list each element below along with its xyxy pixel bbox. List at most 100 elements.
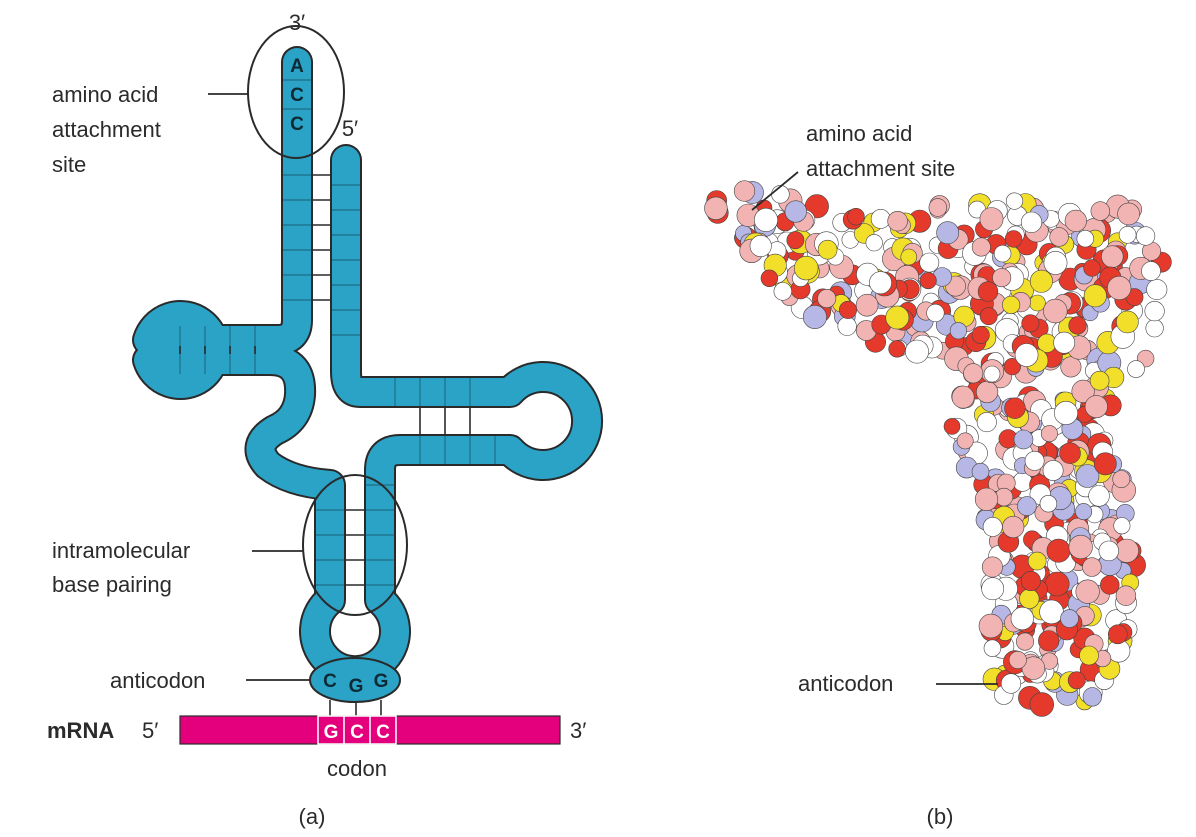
atom-sphere	[1076, 230, 1095, 248]
atom-sphere	[1112, 470, 1131, 489]
atom-sphere	[1101, 245, 1124, 268]
amino-acid-site-label-b-line1: amino acid	[806, 121, 912, 146]
atom-sphere	[1049, 227, 1069, 247]
mrna-label: mRNA	[47, 718, 114, 743]
atom-sphere	[900, 248, 918, 266]
atom-sphere	[1059, 442, 1081, 464]
atom-sphere	[1141, 261, 1161, 281]
atom-sphere	[919, 272, 937, 290]
atom-sphere	[1013, 429, 1034, 450]
atom-sphere	[1064, 209, 1087, 232]
atom-sphere	[975, 380, 999, 404]
amino-acid-site-label-line1: amino acid	[52, 82, 158, 107]
atom-sphere	[704, 196, 728, 221]
atom-sphere	[1135, 226, 1156, 246]
atom-sphere	[974, 487, 999, 511]
atom-sphere	[793, 255, 819, 281]
atom-sphere	[1019, 588, 1040, 609]
atom-sphere	[870, 208, 891, 229]
atom-sphere	[1029, 294, 1046, 312]
atom-sphere	[817, 288, 837, 308]
codon-pair-lines	[329, 700, 382, 716]
atom-sphere	[887, 211, 908, 232]
atom-sphere	[1000, 673, 1022, 694]
atom-sphere	[1053, 331, 1076, 354]
atom-sphere	[1118, 226, 1137, 244]
atom-sphere	[1107, 275, 1132, 301]
atom-sphere	[1082, 557, 1102, 577]
codon-base-1: G	[324, 722, 339, 743]
atom-sphere	[1029, 269, 1053, 293]
atom-sphere	[837, 316, 857, 336]
codon-box	[317, 715, 397, 745]
atom-sphere	[885, 305, 910, 330]
atom-sphere	[1003, 358, 1021, 376]
atom-sphere	[1027, 551, 1047, 571]
atom-sphere	[1100, 575, 1120, 595]
atom-sphere	[1127, 360, 1145, 378]
atom-sphere	[784, 200, 807, 223]
atom-sphere	[1042, 460, 1064, 481]
anticodon-base-1: C	[323, 671, 337, 692]
atom-sphere	[888, 340, 906, 358]
atom-sphere	[936, 221, 960, 245]
atom-sphere	[979, 207, 1004, 232]
atom-sphere	[1083, 259, 1101, 277]
panel-a-cloverleaf: A C C 3′ 5′ amino acid attachment site i…	[47, 10, 604, 829]
atom-sphere	[1116, 310, 1139, 334]
atom-sphere	[802, 304, 827, 329]
five-prime-end-label: 5′	[342, 116, 358, 141]
atom-sphere	[1043, 298, 1068, 324]
anticodon-base-3: G	[374, 671, 389, 692]
atom-sphere	[1046, 538, 1071, 563]
atom-sphere	[753, 207, 778, 232]
base-pairing-label-line1: intramolecular	[52, 538, 190, 563]
atom-sphere	[1001, 295, 1021, 315]
acceptor-base-3: C	[290, 114, 304, 135]
atom-sphere	[1008, 650, 1027, 669]
atom-sphere	[978, 613, 1004, 639]
atom-sphere	[1024, 450, 1045, 471]
anticodon-base-2: G	[349, 676, 364, 697]
atom-sphere	[1038, 630, 1060, 652]
atom-sphere	[926, 303, 945, 323]
amino-acid-site-label-line3: site	[52, 152, 86, 177]
codon-base-3: C	[376, 722, 390, 743]
atom-sphere	[1043, 250, 1068, 275]
mrna-five-prime-label: 5′	[142, 718, 158, 743]
panel-b-space-filling: amino acid attachment site anticodon (b)	[704, 121, 1172, 829]
atom-sphere	[749, 235, 772, 258]
atom-sphere	[1115, 585, 1137, 606]
atom-sphere	[1108, 624, 1128, 645]
atom-sphere	[949, 322, 968, 340]
atom-sphere	[982, 517, 1003, 537]
atom-sphere	[1054, 400, 1079, 425]
atom-sphere	[1098, 540, 1120, 562]
atom-sphere	[971, 462, 990, 481]
acceptor-bases: A C C	[283, 56, 311, 135]
atom-sphere	[760, 269, 779, 287]
base-pairing-label-line2: base pairing	[52, 572, 172, 597]
atom-sphere	[847, 208, 865, 226]
amino-acid-site-label-b-line2: attachment site	[806, 156, 955, 181]
atom-sphere	[1084, 395, 1108, 419]
amino-acid-site-label-line2: attachment	[52, 117, 161, 142]
atom-sphere	[977, 281, 999, 302]
atom-sphere	[817, 239, 838, 260]
atom-sphere	[979, 307, 998, 326]
atom-sphere	[838, 300, 857, 319]
atom-sphere	[1075, 503, 1093, 521]
anticodon-label-b: anticodon	[798, 671, 893, 696]
base-pairing-ellipse	[302, 474, 408, 616]
atom-sphere	[1014, 343, 1039, 367]
atom-sphere	[1075, 579, 1100, 604]
atom-sphere	[983, 365, 1001, 383]
atom-sphere	[1017, 496, 1037, 516]
atom-sphere	[865, 234, 883, 252]
atom-sphere	[1020, 570, 1041, 591]
atom-sphere	[1060, 609, 1079, 628]
atom-sphere	[981, 556, 1003, 578]
atom-sphere	[983, 639, 1002, 657]
atom-sphere	[992, 268, 1012, 288]
